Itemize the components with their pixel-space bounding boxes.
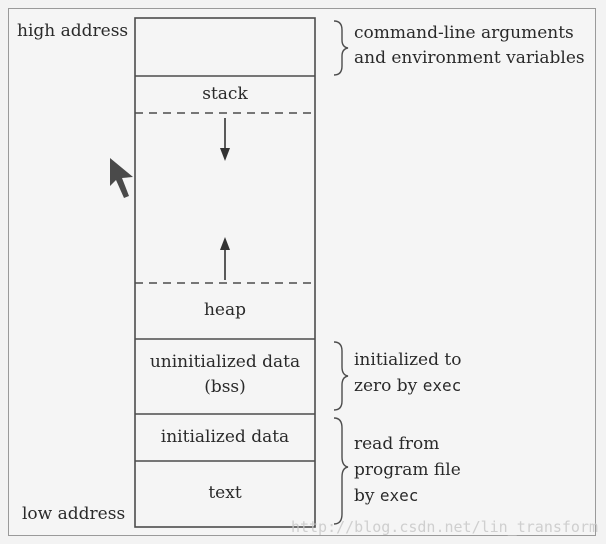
heap-segment-label: heap [203,300,247,320]
stack-segment-label: stack [202,84,248,104]
bss-note-line1: initialized to [354,350,462,370]
bss-segment-label: uninitialized data [149,352,301,372]
heap-growth-arrow [220,237,230,280]
bss-note-line2: zero by exec [354,376,461,396]
bss-brace [333,341,349,411]
bss-segment-sublabel: (bss) [204,377,246,397]
stack-growth-arrow [220,118,230,161]
memory-column [134,17,316,528]
args-note-line2: and environment variables [354,48,585,68]
exec-keyword: exec [422,376,462,395]
low-address-label: low address [22,504,126,524]
watermark-url: http://blog.csdn.net/lin_transform [290,518,598,536]
program-note-line3: by exec [354,486,418,506]
diagram-frame [8,8,596,536]
text-segment-label: text [208,483,242,503]
args-brace [333,20,349,76]
program-file-brace [333,417,349,525]
cursor-arrow-icon [110,158,133,198]
program-note-line2: program file [354,460,461,480]
args-note-line1: command-line arguments [354,23,574,43]
high-address-label: high address [17,21,129,41]
initialized-data-label: initialized data [160,427,290,447]
program-note-line1: read from [354,434,440,454]
exec-keyword: exec [379,486,419,505]
bss-note-prefix: zero by [354,376,423,396]
program-note-prefix: by [354,486,380,506]
